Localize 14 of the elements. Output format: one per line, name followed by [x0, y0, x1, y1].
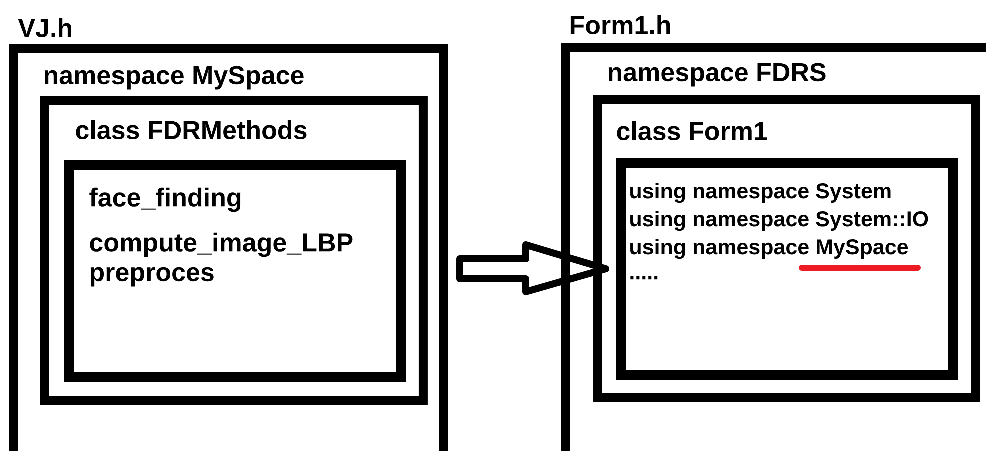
code-line: using namespace MySpace: [630, 238, 908, 260]
member-name: face_finding: [90, 188, 241, 212]
member-name: preproces: [90, 267, 214, 287]
code-line: using namespace System: [630, 182, 891, 204]
file-name: Form1.h: [570, 15, 670, 35]
namespace-label: namespace MySpace: [44, 66, 304, 90]
namespace-label: namespace FDRS: [608, 63, 826, 87]
code-line: using namespace System::IO: [630, 210, 928, 232]
class-label: class Form1: [617, 121, 768, 141]
file-name: VJ.h: [18, 18, 72, 38]
block-arrow: [456, 242, 610, 296]
member-name: compute_image_LBP: [90, 232, 353, 258]
code-line: .....: [630, 276, 658, 280]
class-label: class FDRMethods: [76, 120, 307, 140]
